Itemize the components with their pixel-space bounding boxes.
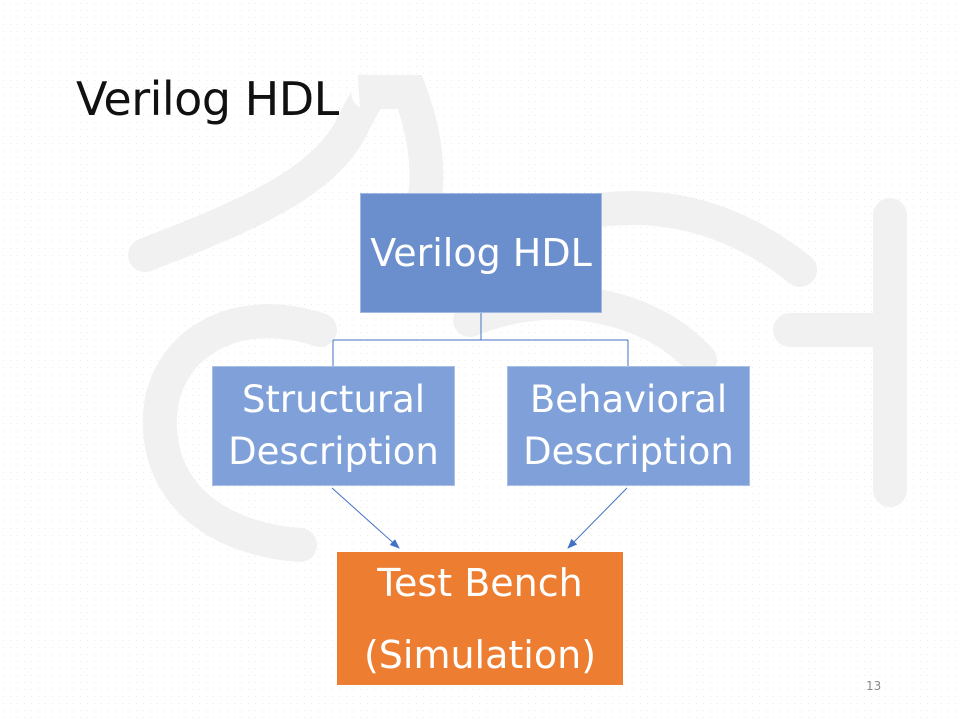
structural-line1: Structural	[241, 378, 426, 421]
verilog-hdl-label: Verilog HDL	[370, 231, 592, 275]
arrow-behavioral-to-testbench	[567, 487, 628, 549]
page-number: 13	[866, 679, 882, 693]
verilog-hdl-box: Verilog HDL	[360, 193, 602, 313]
structural-line2: Description	[228, 430, 439, 473]
structural-description-box: Structural Description	[212, 366, 455, 486]
arrow-structural-to-testbench	[331, 487, 400, 549]
test-bench-line2: (Simulation)	[363, 632, 597, 677]
slide-title: Verilog HDL	[76, 72, 339, 126]
behavioral-line2: Description	[523, 430, 734, 473]
behavioral-description-box: Behavioral Description	[507, 366, 750, 486]
test-bench-line1: Test Bench	[377, 560, 583, 605]
behavioral-line1: Behavioral	[529, 378, 728, 421]
test-bench-box: Test Bench (Simulation)	[337, 552, 623, 685]
